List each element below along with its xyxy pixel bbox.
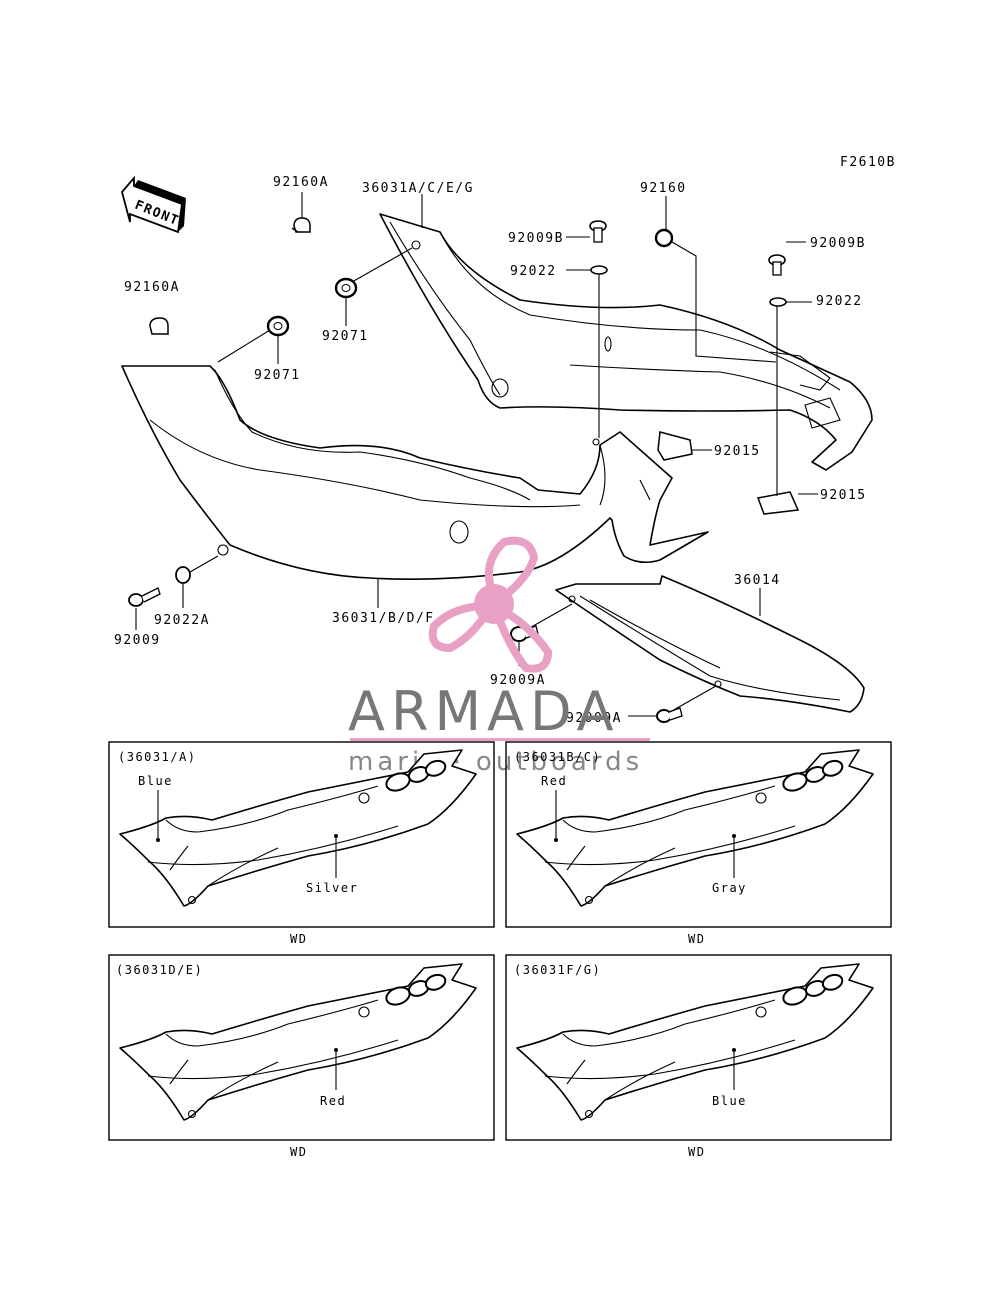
cover-36014 (555, 575, 865, 713)
grommet-92071-left (266, 315, 290, 337)
callout-92015-right: 92015 (820, 488, 867, 503)
grommet-92160 (654, 228, 674, 248)
bolt-92009b-right (768, 254, 786, 276)
panel-header: (36031F/G) (514, 963, 601, 977)
callout-92022-left: 92022 (510, 264, 557, 279)
callout-92015-mid: 92015 (714, 444, 761, 459)
callout-92009a-right: 92009A (566, 711, 622, 726)
watermark: ARMADA marine outboards (348, 536, 650, 777)
panel-footer: WD (688, 932, 705, 946)
panel-cover-drawing (516, 963, 874, 1121)
callout-92009a-left: 92009A (490, 673, 546, 688)
callout-92071-left: 92071 (254, 368, 301, 383)
propeller-icon (428, 536, 553, 673)
bolt-92009 (128, 587, 161, 607)
panel-color-bottom: Silver (306, 881, 358, 895)
panel-color-bottom: Blue (712, 1094, 747, 1108)
panel-header: (36031B/C) (514, 750, 601, 764)
watermark-brand: ARMADA (348, 680, 620, 743)
washer-92022-right (769, 297, 787, 307)
panel-frame (505, 954, 892, 1141)
panel-36031-fg: (36031F/G) Blue WD (505, 954, 892, 1159)
panel-footer: WD (688, 1145, 705, 1159)
side-cover-upper (379, 213, 873, 471)
callout-92022a: 92022A (154, 613, 210, 628)
callout-92160: 92160 (640, 181, 687, 196)
bolt-92009a-right (656, 707, 683, 723)
panel-36031-de: (36031D/E) Red WD (108, 954, 495, 1159)
bolt-92009b-left (589, 220, 607, 243)
callout-92009b-left: 92009B (508, 231, 564, 246)
ref-code: F2610B (840, 155, 896, 170)
panel-color-top: Red (541, 774, 567, 788)
panel-frame (108, 954, 495, 1141)
panel-frame (505, 741, 892, 928)
front-arrow-icon: FRONT (121, 175, 186, 234)
callout-92160a-top: 92160A (273, 175, 329, 190)
panel-frame (108, 741, 495, 928)
washer-92022-left (590, 265, 608, 275)
clip-92015-right (756, 491, 800, 515)
grommet-92160a-top (291, 217, 311, 233)
callout-36031bdf: 36031/B/D/F (332, 611, 435, 626)
panel-header: (36031/A) (118, 750, 197, 764)
panel-footer: WD (290, 1145, 307, 1159)
panel-36031-a: (36031/A) Blue Silver WD (108, 741, 495, 946)
clip-92015-mid (657, 431, 693, 461)
callout-92009: 92009 (114, 633, 161, 648)
panel-color-top: Blue (138, 774, 173, 788)
callout-92071-mid: 92071 (322, 329, 369, 344)
callout-36014: 36014 (734, 573, 781, 588)
side-cover-lower (121, 365, 709, 580)
panel-cover-drawing (119, 749, 477, 907)
panel-cover-drawing (119, 963, 477, 1121)
panel-color-bottom: Gray (712, 881, 747, 895)
callout-92009b-right: 92009B (810, 236, 866, 251)
callout-92022-right: 92022 (816, 294, 863, 309)
grommet-92071-mid (334, 277, 358, 299)
panel-footer: WD (290, 932, 307, 946)
grommet-92160a-left (149, 317, 169, 335)
watermark-divider (350, 738, 650, 741)
callout-92160a-left: 92160A (124, 280, 180, 295)
panel-color-bottom: Red (320, 1094, 346, 1108)
callout-36031aceg: 36031A/C/E/G (362, 181, 474, 196)
panel-36031-bc: (36031B/C) Red Gray WD (505, 741, 892, 946)
washer-92022a (175, 566, 191, 584)
panel-header: (36031D/E) (116, 963, 203, 977)
